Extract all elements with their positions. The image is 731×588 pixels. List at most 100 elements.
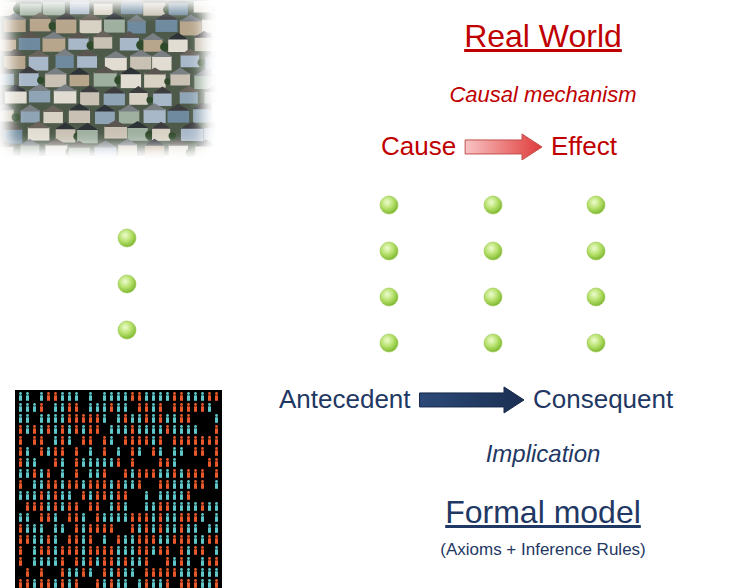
agent-body <box>75 549 78 555</box>
house <box>27 121 51 140</box>
agent-body <box>131 439 134 445</box>
agent-body <box>96 582 99 588</box>
agent-head <box>82 458 85 461</box>
house-wall <box>45 144 67 156</box>
agent-body <box>89 406 92 412</box>
agent-body <box>201 516 204 522</box>
agent-body <box>61 395 64 401</box>
agent-icon <box>26 447 29 456</box>
term-text: Antecedent <box>279 385 411 415</box>
agent-icon <box>145 502 148 511</box>
house <box>204 85 231 104</box>
agent-head <box>187 403 190 406</box>
agent-body <box>89 483 92 489</box>
agent-icon <box>89 469 92 478</box>
agent-icon <box>166 414 169 423</box>
agent-body <box>19 417 22 423</box>
agent-icon <box>166 524 169 533</box>
agent-icon <box>82 546 85 555</box>
house-wall <box>167 110 189 123</box>
agent-head <box>33 557 36 560</box>
agent-head <box>124 546 127 549</box>
agent-head <box>173 502 176 505</box>
house-roof <box>18 66 40 73</box>
house <box>193 0 219 12</box>
house <box>55 49 75 68</box>
agent-head <box>131 414 134 417</box>
agent-body <box>194 483 197 489</box>
agent-icon <box>110 557 113 566</box>
agent-head <box>40 469 43 472</box>
agent-head <box>19 557 22 560</box>
agent-head <box>75 458 78 461</box>
agent-icon <box>194 579 197 588</box>
agent-body <box>54 461 57 467</box>
agent-body <box>68 439 71 445</box>
house-roof <box>28 50 50 57</box>
agent-body <box>131 483 134 489</box>
agent-body <box>138 406 141 412</box>
agent-head <box>26 579 29 582</box>
agent-icon <box>47 579 50 588</box>
house-roof <box>0 140 14 147</box>
term-text: Effect <box>551 132 617 162</box>
agent-head <box>201 579 204 582</box>
agent-head <box>19 524 22 527</box>
agent-body <box>19 406 22 412</box>
agent-body <box>208 461 211 467</box>
agent-icon <box>110 579 113 588</box>
agent-body <box>75 527 78 533</box>
agent-icon <box>124 469 127 478</box>
agent-body <box>194 450 197 456</box>
agent-head <box>110 403 113 406</box>
agent-icon <box>82 436 85 445</box>
agent-body <box>26 538 29 544</box>
house <box>103 87 126 106</box>
agent-icon <box>96 579 99 588</box>
agent-icon <box>124 568 127 577</box>
house-roof <box>2 123 23 130</box>
agent-icon <box>61 392 64 401</box>
agent-head <box>68 480 71 483</box>
agent-head <box>180 535 183 538</box>
agent-body <box>61 439 64 445</box>
agent-head <box>26 447 29 450</box>
agent-head <box>68 579 71 582</box>
house-roof <box>27 121 51 128</box>
house-wall <box>119 110 139 123</box>
agent-head <box>208 436 211 439</box>
agent-head <box>173 557 176 560</box>
agent-icon <box>159 513 162 522</box>
agent-icon <box>54 535 57 544</box>
agent-body <box>159 527 162 533</box>
agent-icon <box>180 425 183 434</box>
agent-body <box>152 549 155 555</box>
agent-icon <box>173 414 176 423</box>
agent-body <box>40 483 43 489</box>
agent-body <box>26 582 29 588</box>
agent-body <box>194 538 197 544</box>
agent-head <box>187 491 190 494</box>
agent-body <box>89 538 92 544</box>
agent-icon <box>215 425 218 434</box>
agent-head <box>159 414 162 417</box>
agent-head <box>215 524 218 527</box>
agent-body <box>40 516 43 522</box>
agent-head <box>89 568 92 571</box>
agent-head <box>159 546 162 549</box>
house-roof <box>103 13 126 20</box>
agent-icon <box>145 535 148 544</box>
agent-head <box>187 535 190 538</box>
agent-icon <box>75 403 78 412</box>
agent-body <box>96 483 99 489</box>
agent-head <box>89 425 92 428</box>
house-roof <box>41 32 66 39</box>
house-wall <box>155 19 177 32</box>
agent-head <box>40 403 43 406</box>
agent-icon <box>75 425 78 434</box>
agent-icon <box>215 524 218 533</box>
agent-head <box>215 480 218 483</box>
agent-head <box>103 414 106 417</box>
agent-icon <box>117 557 120 566</box>
agent-icon <box>201 469 204 478</box>
